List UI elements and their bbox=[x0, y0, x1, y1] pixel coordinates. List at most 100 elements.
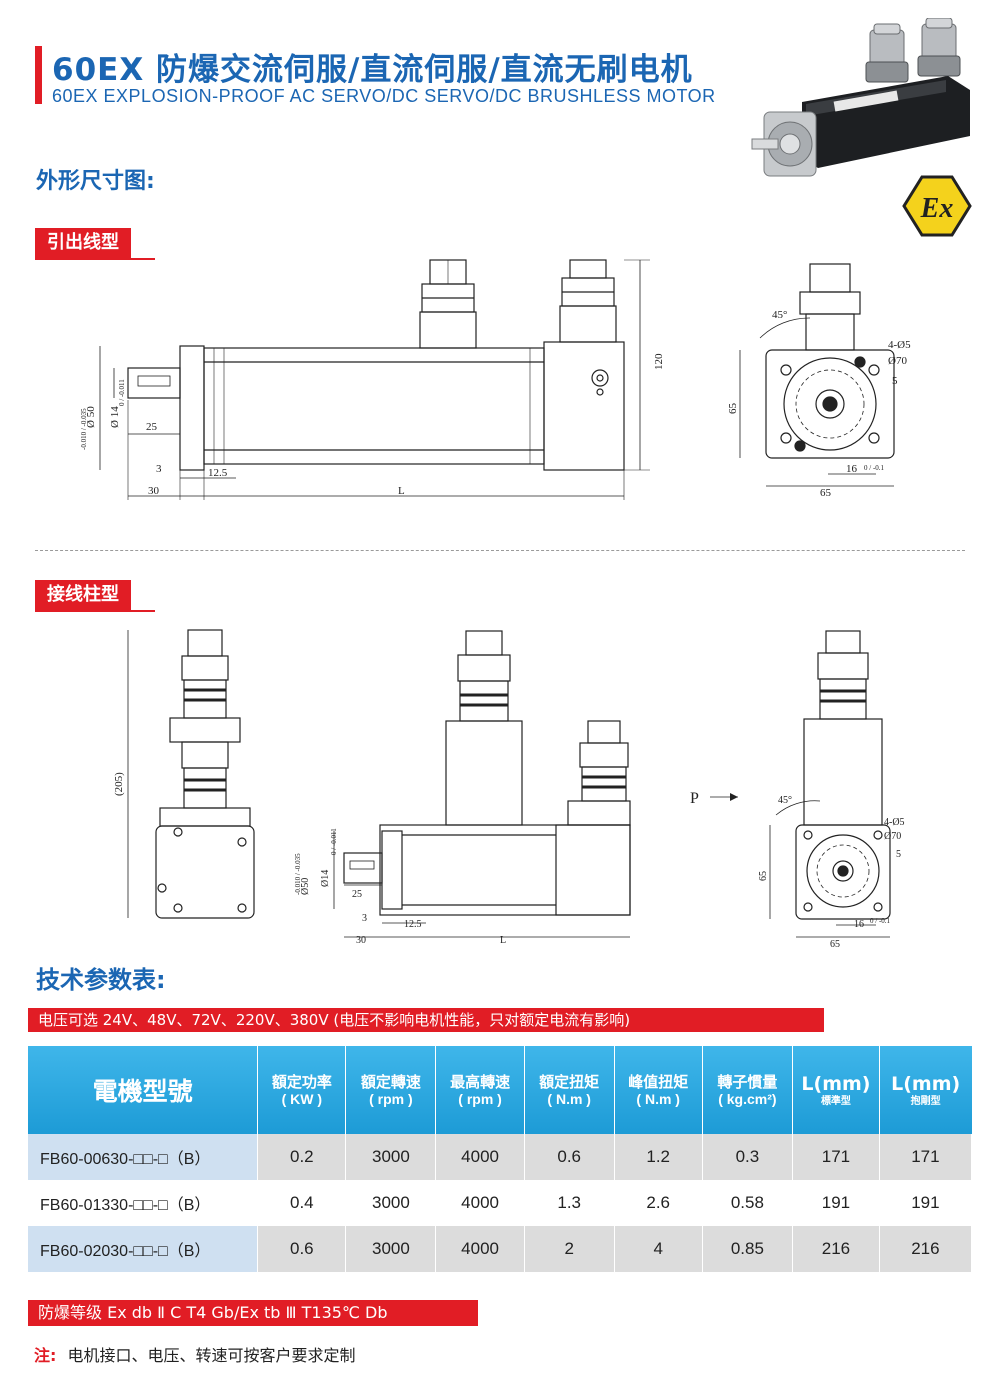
th-torque-label: 額定扭矩 bbox=[539, 1072, 600, 1091]
cell-inertia: 0.3 bbox=[702, 1134, 794, 1180]
cell-l-brake: 171 bbox=[879, 1134, 973, 1180]
lead-wire-tag-rule bbox=[35, 258, 155, 260]
th-torque-unit: ( N.m ) bbox=[547, 1090, 591, 1107]
th-l-std: L(mm)標準型 bbox=[792, 1046, 880, 1134]
terminal-side-view: Ø50 -0.010 / -0.035 Ø14 0 / -0.011 25 3 … bbox=[294, 630, 631, 946]
th-peak-label: 峰值扭矩 bbox=[628, 1072, 689, 1091]
dim-205: (205) bbox=[113, 772, 125, 796]
terminal-tag-rule bbox=[35, 610, 155, 612]
t-dim-25: 25 bbox=[352, 889, 362, 900]
cell-torque: 0.6 bbox=[524, 1134, 615, 1180]
t-front-65v: 65 bbox=[758, 871, 769, 881]
th-l-brake-unit: 抱剛型 bbox=[910, 1095, 941, 1107]
t-dim-30: 30 bbox=[356, 935, 366, 946]
cell-inertia: 0.85 bbox=[702, 1226, 794, 1272]
front-holes: 4-Ø5 bbox=[888, 339, 911, 351]
t-dim-L: L bbox=[500, 935, 506, 946]
params-heading: 技术参数表: bbox=[36, 966, 166, 994]
th-power: 額定功率( KW ) bbox=[257, 1046, 347, 1134]
footer-note: 注: 电机接口、电压、转速可按客户要求定制 bbox=[34, 1342, 356, 1366]
cell-l-brake: 216 bbox=[879, 1226, 973, 1272]
page-subtitle: 60EX EXPLOSION-PROOF AC SERVO/DC SERVO/D… bbox=[52, 86, 716, 106]
th-peak: 峰值扭矩( N.m ) bbox=[614, 1046, 703, 1134]
cell-torque: 1.3 bbox=[524, 1180, 615, 1226]
cell-l-std: 171 bbox=[792, 1134, 880, 1180]
p-label: P bbox=[690, 790, 699, 807]
cell-peak: 4 bbox=[614, 1226, 703, 1272]
front-65h: 65 bbox=[820, 487, 832, 498]
t-dim-d50: Ø50 bbox=[300, 878, 311, 895]
cell-maxspeed: 4000 bbox=[435, 1180, 525, 1226]
dim-d50-tol: -0.010 / -0.035 bbox=[80, 408, 88, 450]
t-front-pcd: Ø70 bbox=[884, 831, 901, 842]
th-torque: 額定扭矩( N.m ) bbox=[524, 1046, 615, 1134]
dim-L: L bbox=[398, 485, 405, 497]
dim-30: 30 bbox=[148, 485, 160, 497]
dim-3: 3 bbox=[156, 463, 162, 475]
page-title: 60EX 防爆交流伺服/直流伺服/直流无刷电机 bbox=[52, 52, 693, 88]
t-dim-d14: Ø14 bbox=[320, 870, 331, 887]
spec-table-header: 電機型號 額定功率( KW ) 額定轉速( rpm ) 最高轉速( rpm ) … bbox=[28, 1046, 972, 1134]
th-maxspeed-unit: ( rpm ) bbox=[458, 1090, 502, 1107]
th-speed: 額定轉速( rpm ) bbox=[345, 1046, 437, 1134]
th-power-label: 額定功率 bbox=[271, 1072, 332, 1091]
th-maxspeed: 最高轉速( rpm ) bbox=[435, 1046, 525, 1134]
cell-l-brake: 191 bbox=[879, 1180, 973, 1226]
front-65v: 65 bbox=[727, 403, 739, 415]
gland-left bbox=[865, 23, 909, 83]
th-speed-label: 額定轉速 bbox=[360, 1072, 421, 1091]
cell-inertia: 0.58 bbox=[702, 1180, 794, 1226]
t-dim-d14-tol: 0 / -0.011 bbox=[330, 828, 338, 855]
front-pcd: Ø70 bbox=[888, 355, 907, 367]
front-16-tol: 0 / -0.1 bbox=[864, 464, 885, 472]
terminal-tag: 接线柱型 bbox=[35, 580, 131, 610]
t-front-65h: 65 bbox=[830, 939, 840, 950]
th-peak-unit: ( N.m ) bbox=[636, 1090, 680, 1107]
cell-model: FB60-02030-□□-□（B） bbox=[28, 1226, 259, 1272]
motor-photo bbox=[751, 18, 970, 177]
th-l-brake-label: L(mm) bbox=[891, 1072, 961, 1095]
t-front-key: 5 bbox=[896, 849, 901, 860]
th-inertia-label: 轉子慣量 bbox=[717, 1072, 778, 1091]
t-dim-d50-tol: -0.010 / -0.035 bbox=[294, 853, 302, 895]
dim-120: 120 bbox=[653, 353, 665, 370]
cell-power: 0.6 bbox=[257, 1226, 347, 1272]
dim-12-5: 12.5 bbox=[208, 467, 228, 479]
shaft bbox=[127, 367, 181, 399]
footer-text: 电机接口、电压、转速可按客户要求定制 bbox=[67, 1346, 356, 1365]
front-key: 5 bbox=[892, 375, 898, 387]
lead-wire-side-view: Ø 50 -0.010 / -0.035 Ø 14 0 / -0.011 25 … bbox=[80, 259, 665, 500]
cell-model: FB60-00630-□□-□（B） bbox=[28, 1134, 259, 1180]
cell-peak: 1.2 bbox=[614, 1134, 703, 1180]
section-divider bbox=[35, 550, 965, 551]
spec-table: 電機型號 額定功率( KW ) 額定轉速( rpm ) 最高轉速( rpm ) … bbox=[28, 1046, 973, 1272]
cell-power: 0.4 bbox=[257, 1180, 347, 1226]
ex-mark-icon: Ex bbox=[902, 175, 972, 237]
cell-speed: 3000 bbox=[345, 1180, 437, 1226]
dim-d14-tol: 0 / -0.011 bbox=[118, 379, 126, 406]
t-dim-3: 3 bbox=[362, 913, 367, 924]
cell-model: FB60-01330-□□-□（B） bbox=[28, 1180, 259, 1226]
th-power-unit: ( KW ) bbox=[281, 1090, 323, 1107]
lead-gland-left bbox=[419, 259, 477, 349]
th-maxspeed-label: 最高轉速 bbox=[450, 1072, 511, 1091]
t-front-holes: 4-Ø5 bbox=[884, 817, 905, 828]
cell-power: 0.2 bbox=[257, 1134, 347, 1180]
cell-l-std: 191 bbox=[792, 1180, 880, 1226]
dim-d50: Ø 50 bbox=[85, 406, 97, 428]
dim-d14: Ø 14 bbox=[109, 406, 121, 428]
ex-mark-text: Ex bbox=[920, 193, 954, 224]
terminal-front-view: P 45° 4-Ø5 Ø70 5 65 16 0 / -0.1 65 bbox=[690, 630, 905, 950]
t-front-16-tol: 0 / -0.1 bbox=[870, 917, 891, 925]
table-row: FB60-02030-□□-□（B） 0.6 3000 4000 2 4 0.8… bbox=[28, 1226, 973, 1272]
th-l-brake: L(mm)抱剛型 bbox=[879, 1046, 972, 1134]
th-l-std-unit: 標準型 bbox=[820, 1095, 851, 1107]
cell-maxspeed: 4000 bbox=[435, 1134, 525, 1180]
cell-speed: 3000 bbox=[345, 1134, 437, 1180]
cell-peak: 2.6 bbox=[614, 1180, 703, 1226]
cell-l-std: 216 bbox=[792, 1226, 880, 1272]
t-front-angle: 45° bbox=[778, 795, 792, 806]
gland-right bbox=[917, 18, 961, 77]
terminal-end-view: (205) bbox=[113, 629, 255, 919]
th-speed-unit: ( rpm ) bbox=[369, 1090, 413, 1107]
